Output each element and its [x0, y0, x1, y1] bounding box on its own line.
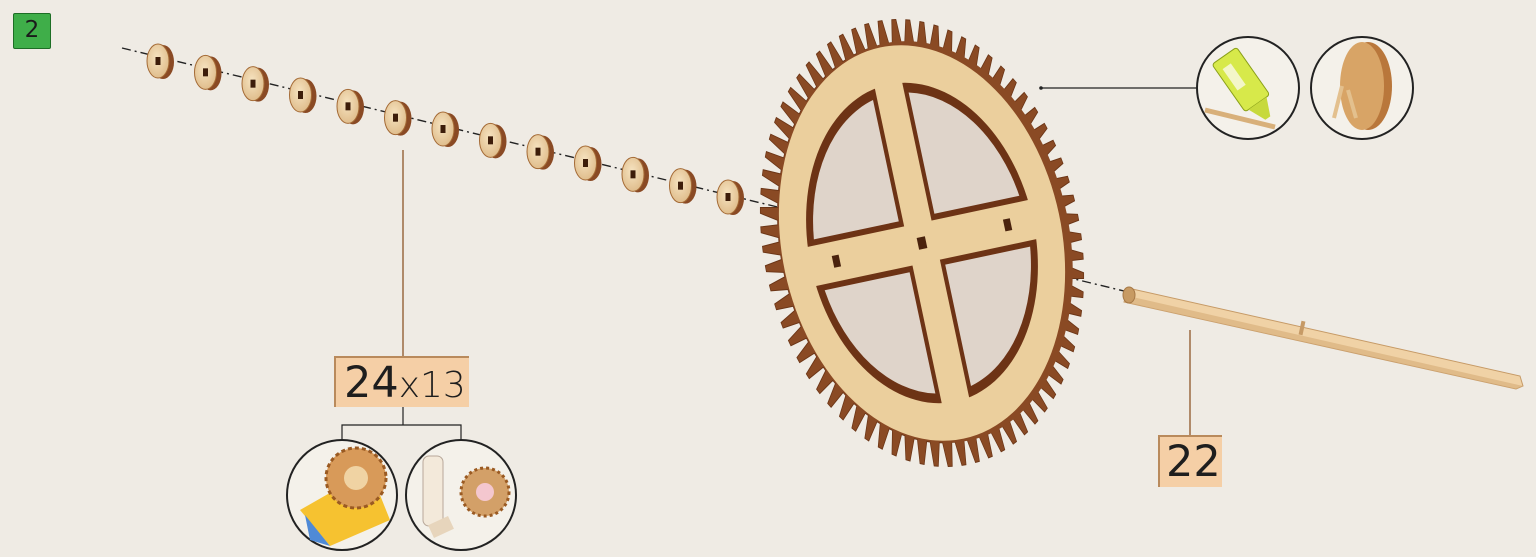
- shaft-part-label: 22: [1158, 435, 1222, 487]
- washer: [527, 135, 554, 170]
- washer: [432, 112, 459, 147]
- step-number-badge: 2: [13, 13, 51, 49]
- gear-assembly-detail-icon: [287, 440, 397, 550]
- washer-quantity: x13: [399, 365, 466, 406]
- washer: [290, 78, 317, 113]
- washer-stack: [147, 44, 744, 215]
- detail-bracket: [342, 407, 461, 440]
- washer: [717, 180, 744, 215]
- washer: [670, 169, 697, 204]
- washer: [242, 67, 269, 102]
- washer: [195, 55, 222, 90]
- glue-bottle-detail-icon: [1197, 37, 1299, 139]
- gear-on-shaft-detail-icon: [406, 440, 516, 550]
- glued-washer-detail-icon: [1311, 37, 1413, 139]
- washer: [147, 44, 174, 79]
- washer: [385, 101, 412, 136]
- washer: [337, 89, 364, 124]
- washer-part-number: 24: [344, 358, 399, 408]
- washer-part-label: 24x13: [334, 356, 469, 407]
- washer: [622, 157, 649, 192]
- washer: [575, 146, 602, 181]
- washer: [480, 123, 507, 158]
- large-gear: [720, 0, 1123, 497]
- shaft-part-22: [1123, 287, 1523, 389]
